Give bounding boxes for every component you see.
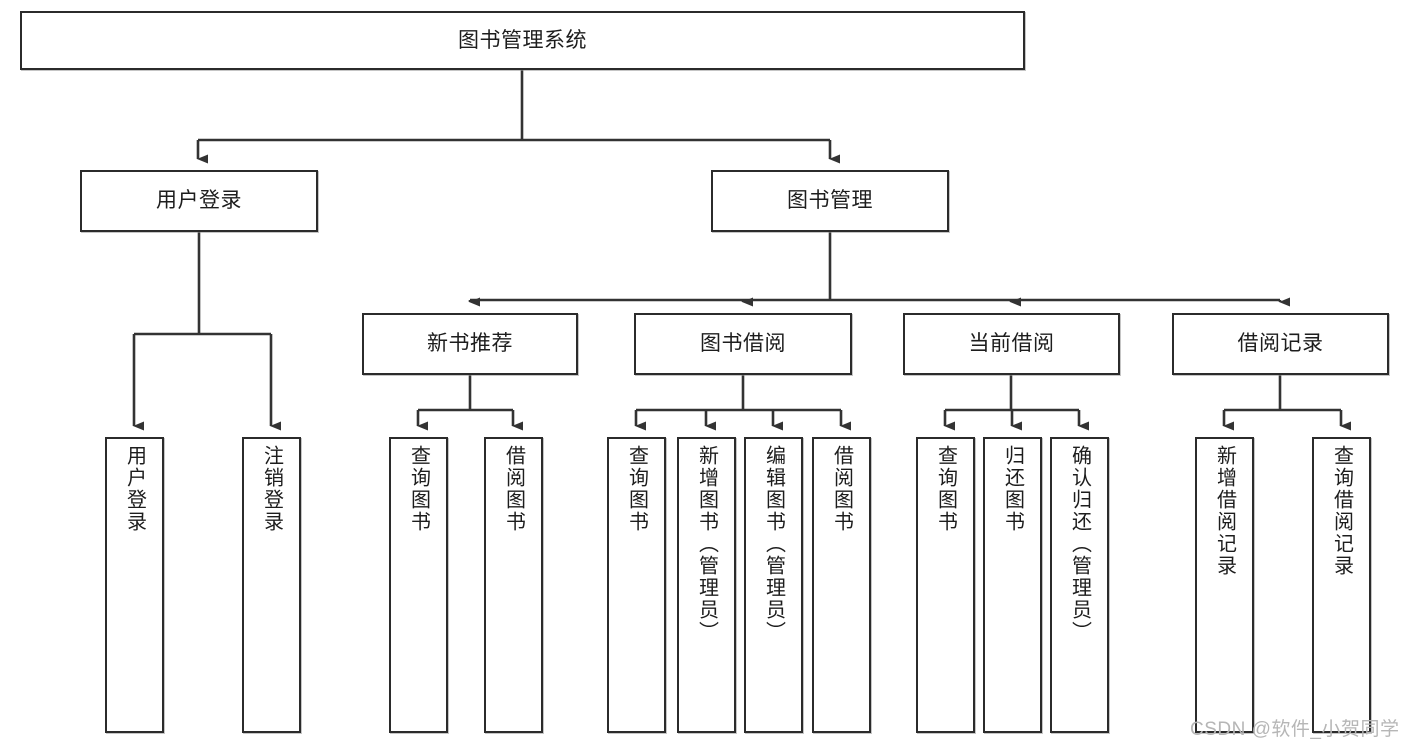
node-leaf-borrow-book-1[interactable]: 借阅图书 [484,437,543,733]
node-book-borrow-label: 图书借阅 [700,332,786,356]
node-leaf-add-record[interactable]: 新增借阅记录 [1195,437,1254,733]
node-book-manage[interactable]: 图书管理 [711,170,949,232]
node-new-book-recommend-label: 新书推荐 [427,332,513,356]
node-book-manage-label: 图书管理 [787,189,873,213]
node-book-borrow[interactable]: 图书借阅 [634,313,852,375]
node-user-login[interactable]: 用户登录 [80,170,318,232]
node-leaf-query-book-1-label: 查询图书 [407,445,430,533]
node-leaf-borrow-book-2[interactable]: 借阅图书 [812,437,871,733]
node-leaf-add-book[interactable]: 新增图书（管理员） [677,437,736,733]
node-leaf-query-record-label: 查询借阅记录 [1330,445,1353,577]
node-leaf-confirm-return-label: 确认归还（管理员） [1068,445,1091,643]
node-leaf-return-book-label: 归还图书 [1001,445,1024,533]
node-leaf-logout[interactable]: 注销登录 [242,437,301,733]
node-leaf-query-book-3[interactable]: 查询图书 [916,437,975,733]
node-leaf-query-record[interactable]: 查询借阅记录 [1312,437,1371,733]
node-leaf-edit-book-label: 编辑图书（管理员） [762,445,785,643]
node-new-book-recommend[interactable]: 新书推荐 [362,313,578,375]
node-leaf-borrow-book-2-label: 借阅图书 [830,445,853,533]
node-root[interactable]: 图书管理系统 [20,11,1025,70]
node-leaf-logout-label: 注销登录 [260,445,283,533]
node-leaf-query-book-1[interactable]: 查询图书 [389,437,448,733]
node-leaf-query-book-3-label: 查询图书 [934,445,957,533]
node-current-borrow-label: 当前借阅 [968,332,1055,356]
node-leaf-borrow-book-1-label: 借阅图书 [502,445,525,533]
node-leaf-user-login-label: 用户登录 [123,445,146,533]
node-current-borrow[interactable]: 当前借阅 [903,313,1120,375]
node-leaf-edit-book[interactable]: 编辑图书（管理员） [744,437,803,733]
node-leaf-query-book-2[interactable]: 查询图书 [607,437,666,733]
node-borrow-record[interactable]: 借阅记录 [1172,313,1389,375]
node-leaf-confirm-return[interactable]: 确认归还（管理员） [1050,437,1109,733]
node-root-label: 图书管理系统 [458,28,587,52]
node-leaf-add-record-label: 新增借阅记录 [1213,445,1236,577]
node-borrow-record-label: 借阅记录 [1237,332,1324,356]
node-leaf-return-book[interactable]: 归还图书 [983,437,1042,733]
node-user-login-label: 用户登录 [156,189,242,213]
node-leaf-user-login[interactable]: 用户登录 [105,437,164,733]
node-leaf-add-book-label: 新增图书（管理员） [695,445,718,643]
node-leaf-query-book-2-label: 查询图书 [625,445,648,533]
